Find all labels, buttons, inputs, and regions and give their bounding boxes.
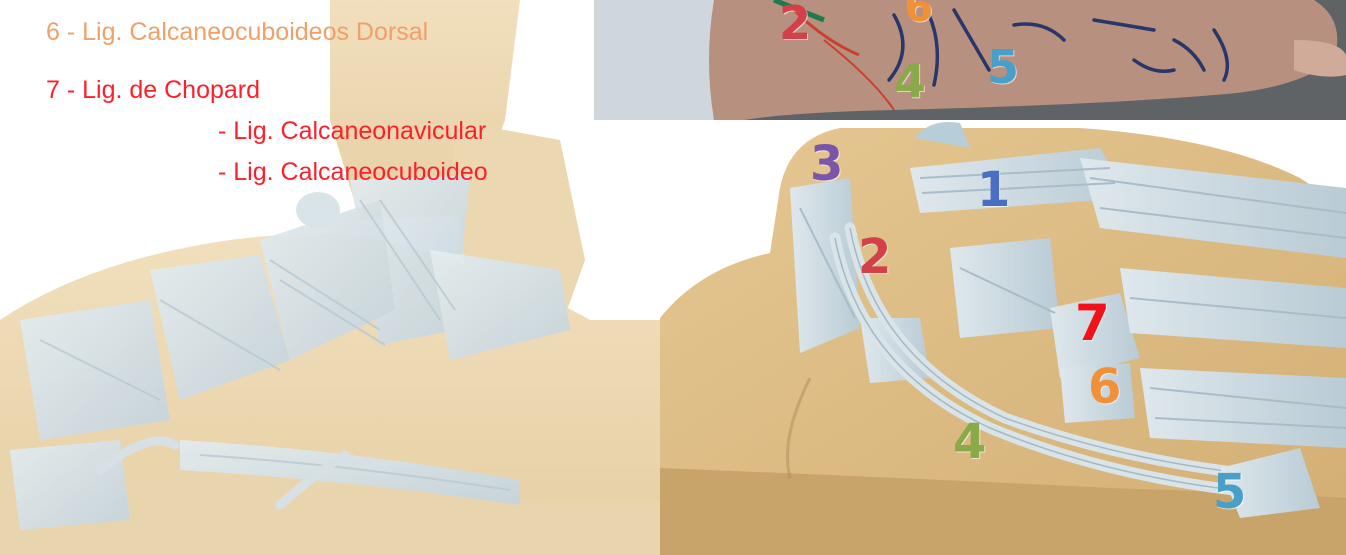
legend-item-7: 7 - Lig. de Chopard [46, 75, 260, 105]
diagram-label-7: 7 [1075, 298, 1110, 348]
marked-foot-photo: 2 6 4 5 [594, 0, 1346, 120]
diagram-label-4: 4 [953, 418, 986, 466]
diagram-label-6: 6 [1088, 363, 1121, 411]
diagram-label-1: 1 [977, 166, 1010, 214]
photo-label-4: 4 [894, 58, 926, 104]
diagram-label-3: 3 [810, 140, 843, 188]
right-foot-ligament-illustration: 1 2 3 4 5 6 7 [660, 118, 1346, 555]
diagram-label-2: 2 [858, 233, 891, 281]
photo-label-5: 5 [987, 44, 1019, 90]
legend-item-7-calcaneocuboideo: - Lig. Calcaneocuboideo [218, 157, 488, 187]
photo-label-2: 2 [779, 0, 811, 46]
legend-item-6: 6 - Lig. Calcaneocuboideos Dorsal [46, 17, 428, 47]
photo-label-6: 6 [904, 0, 933, 28]
diagram-label-5: 5 [1213, 468, 1246, 516]
legend-item-7-calcaneonavicular: - Lig. Calcaneonavicular [218, 116, 486, 146]
